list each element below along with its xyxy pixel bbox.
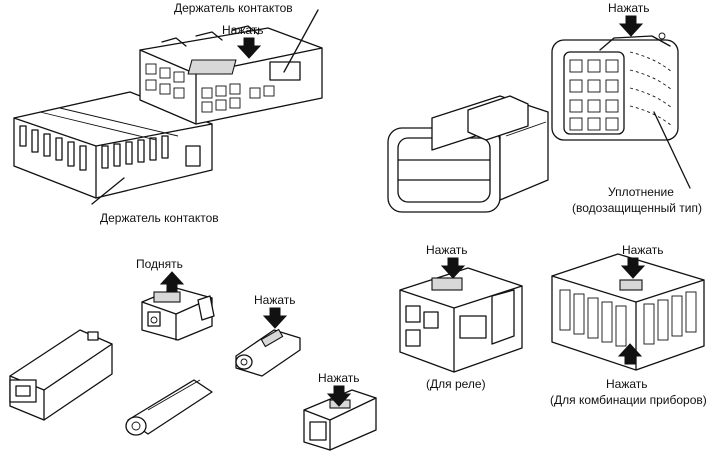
press-arrow-down-top-center — [236, 37, 262, 59]
label-press-bottom: Нажать — [318, 371, 360, 385]
label-press-relay: Нажать — [426, 243, 468, 257]
large-flat-connector — [13, 91, 213, 205]
relay-connector — [399, 267, 523, 373]
label-press-top-center: Нажать — [222, 23, 264, 37]
label-press-small: Нажать — [254, 293, 296, 307]
press-arrow-down-top-right — [618, 15, 644, 37]
waterproof-socket — [551, 32, 691, 189]
label-holder-bottom: Держатель контактов — [100, 211, 219, 225]
lift-arrow-up — [159, 271, 185, 293]
terminal-bullet — [235, 328, 301, 377]
press-connector-bottom — [303, 389, 377, 451]
label-lift: Поднять — [136, 257, 183, 271]
label-seal-line1: Уплотнение — [608, 185, 674, 199]
label-instr-caption: (Для комбинации приборов) — [550, 393, 707, 407]
press-arrow-up-instr — [617, 343, 643, 365]
label-press-top-right: Нажать — [608, 1, 650, 15]
long-plug — [9, 329, 113, 421]
press-arrow-down-relay — [440, 257, 466, 279]
label-relay-caption: (Для реле) — [426, 377, 486, 391]
press-arrow-down-instr — [620, 257, 646, 279]
press-arrow-down-bottom — [326, 385, 352, 407]
label-press-instr-top: Нажать — [622, 243, 664, 257]
label-seal-line2: (водозащищенный тип) — [572, 201, 702, 215]
holder-connector — [139, 9, 323, 125]
press-arrow-down-small — [262, 307, 288, 329]
waterproof-plug — [387, 95, 549, 213]
instrument-connector — [551, 253, 705, 371]
lift-connector — [141, 287, 215, 341]
label-holder-top: Держатель контактов — [174, 1, 293, 15]
label-press-instr-bottom: Нажать — [606, 377, 648, 391]
cylinder-terminal — [125, 379, 213, 436]
